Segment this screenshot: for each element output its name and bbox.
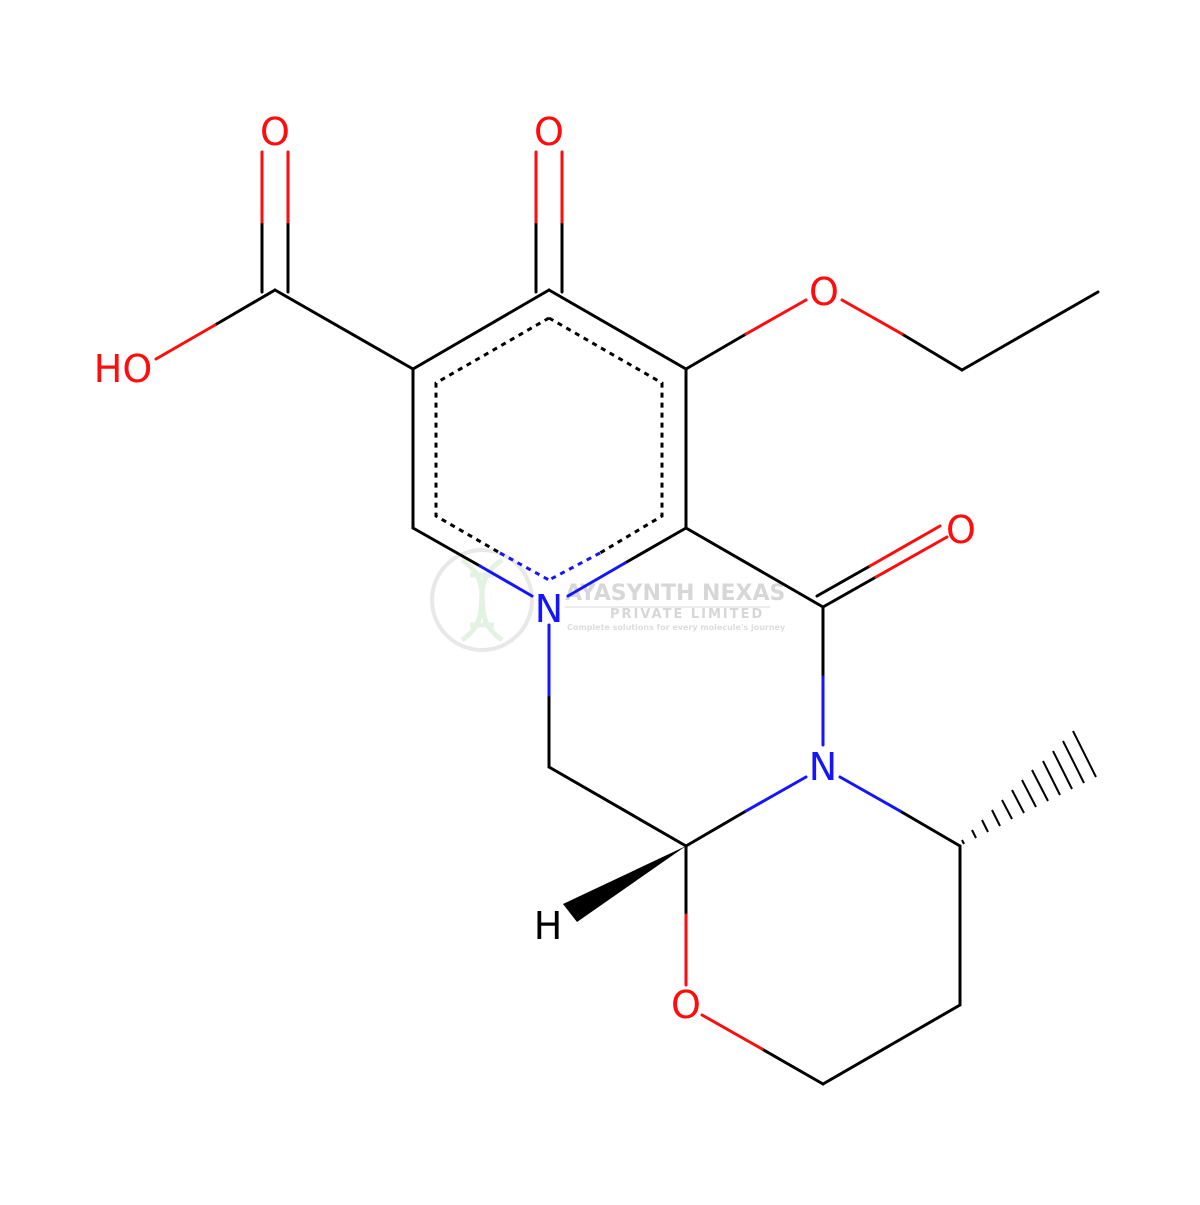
atom-oh-acid: HO — [94, 347, 152, 391]
atom-o-acid-carbonyl: O — [260, 110, 290, 154]
dna-helix-icon — [460, 557, 504, 643]
hashed-wedge-bond — [961, 730, 1097, 845]
atom-h-stereo: H — [534, 904, 563, 948]
atom-o-ether: O — [809, 270, 839, 314]
atom-labels: O O HO O O N N H O — [94, 110, 976, 1027]
atom-n-pyridinone: N — [535, 587, 563, 631]
wedge-bond — [563, 846, 686, 922]
carbon-bonds — [213, 220, 1100, 1086]
atom-n-amide: N — [809, 745, 837, 789]
atom-o-ketone: O — [534, 110, 564, 154]
nitrogen-bonds — [478, 561, 902, 813]
watermark-logo-ring — [430, 548, 534, 652]
atom-o-ring: O — [671, 983, 701, 1027]
aromatic-dashes — [434, 316, 664, 582]
watermark-subtitle: PRIVATE LIMITED — [610, 607, 764, 622]
watermark-tagline: Complete solutions for every molecule's … — [567, 623, 786, 632]
watermark: AYASYNTH NEXAS PRIVATE LIMITED Complete … — [430, 548, 786, 652]
oxygen-bonds — [154, 150, 949, 1051]
watermark-company: AYASYNTH NEXAS — [565, 581, 785, 606]
atom-o-amide: O — [946, 508, 976, 552]
